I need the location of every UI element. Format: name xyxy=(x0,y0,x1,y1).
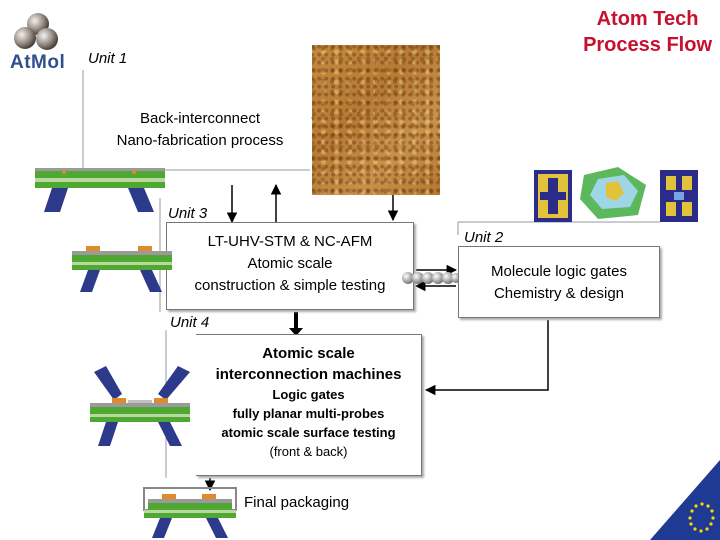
chip-illustration-unit1 xyxy=(35,168,165,212)
unit2-frame xyxy=(457,221,660,235)
unit2-label: Unit 2 xyxy=(464,229,504,246)
backinterconnect-line-1: Back-interconnect xyxy=(139,110,261,127)
chip-illustration-unit4 xyxy=(90,366,190,446)
afm-surface-image xyxy=(312,45,440,195)
molecule-image-1 xyxy=(534,170,572,222)
logo-text: AtMol xyxy=(10,52,66,73)
title-line-2: Process Flow xyxy=(583,34,712,56)
unit3-label: Unit 3 xyxy=(168,205,208,222)
stm-line-1: LT-UHV-STM & NC-AFM xyxy=(207,233,373,250)
title-line-1: Atom Tech xyxy=(596,8,699,30)
machines-line-4: fully planar multi-probes xyxy=(232,406,385,421)
machines-line-5: atomic scale surface testing xyxy=(221,425,396,440)
molecule-image-2 xyxy=(580,167,646,219)
molecule-line-2: Chemistry & design xyxy=(493,285,625,302)
machines-line-1: Atomic scale xyxy=(262,345,355,362)
arrow-stm-to-machines-head xyxy=(289,328,303,336)
unit1-label: Unit 1 xyxy=(88,50,128,67)
arrow-molecule-to-machines xyxy=(424,320,549,396)
unit4-label: Unit 4 xyxy=(170,314,210,331)
page-title: Atom Tech Process Flow xyxy=(583,6,712,58)
chip-illustration-packaging xyxy=(143,487,237,538)
molecule-box: Molecule logic gates Chemistry & design xyxy=(458,246,660,318)
stm-line-2: Atomic scale xyxy=(247,255,333,272)
chip-illustration-unit3 xyxy=(72,246,172,292)
backinterconnect-box: Back-interconnect Nano-fabrication proce… xyxy=(96,108,304,152)
packaging-label: Final packaging xyxy=(244,494,350,511)
molecule-chain-icon xyxy=(402,272,461,284)
eu-flag-corner xyxy=(650,460,720,540)
backinterconnect-line-2: Nano-fabrication process xyxy=(116,132,284,149)
molecule-line-1: Molecule logic gates xyxy=(491,263,627,280)
machines-line-3: Logic gates xyxy=(272,387,345,402)
molecule-image-3 xyxy=(660,170,698,222)
machines-line-6: (front & back) xyxy=(269,444,348,459)
stm-box: LT-UHV-STM & NC-AFM Atomic scale constru… xyxy=(166,222,414,310)
machines-box: Atomic scale interconnection machines Lo… xyxy=(196,334,422,476)
atmol-logo xyxy=(14,13,58,50)
machines-line-2: interconnection machines xyxy=(215,366,402,383)
stm-line-3: construction & simple testing xyxy=(194,277,386,294)
